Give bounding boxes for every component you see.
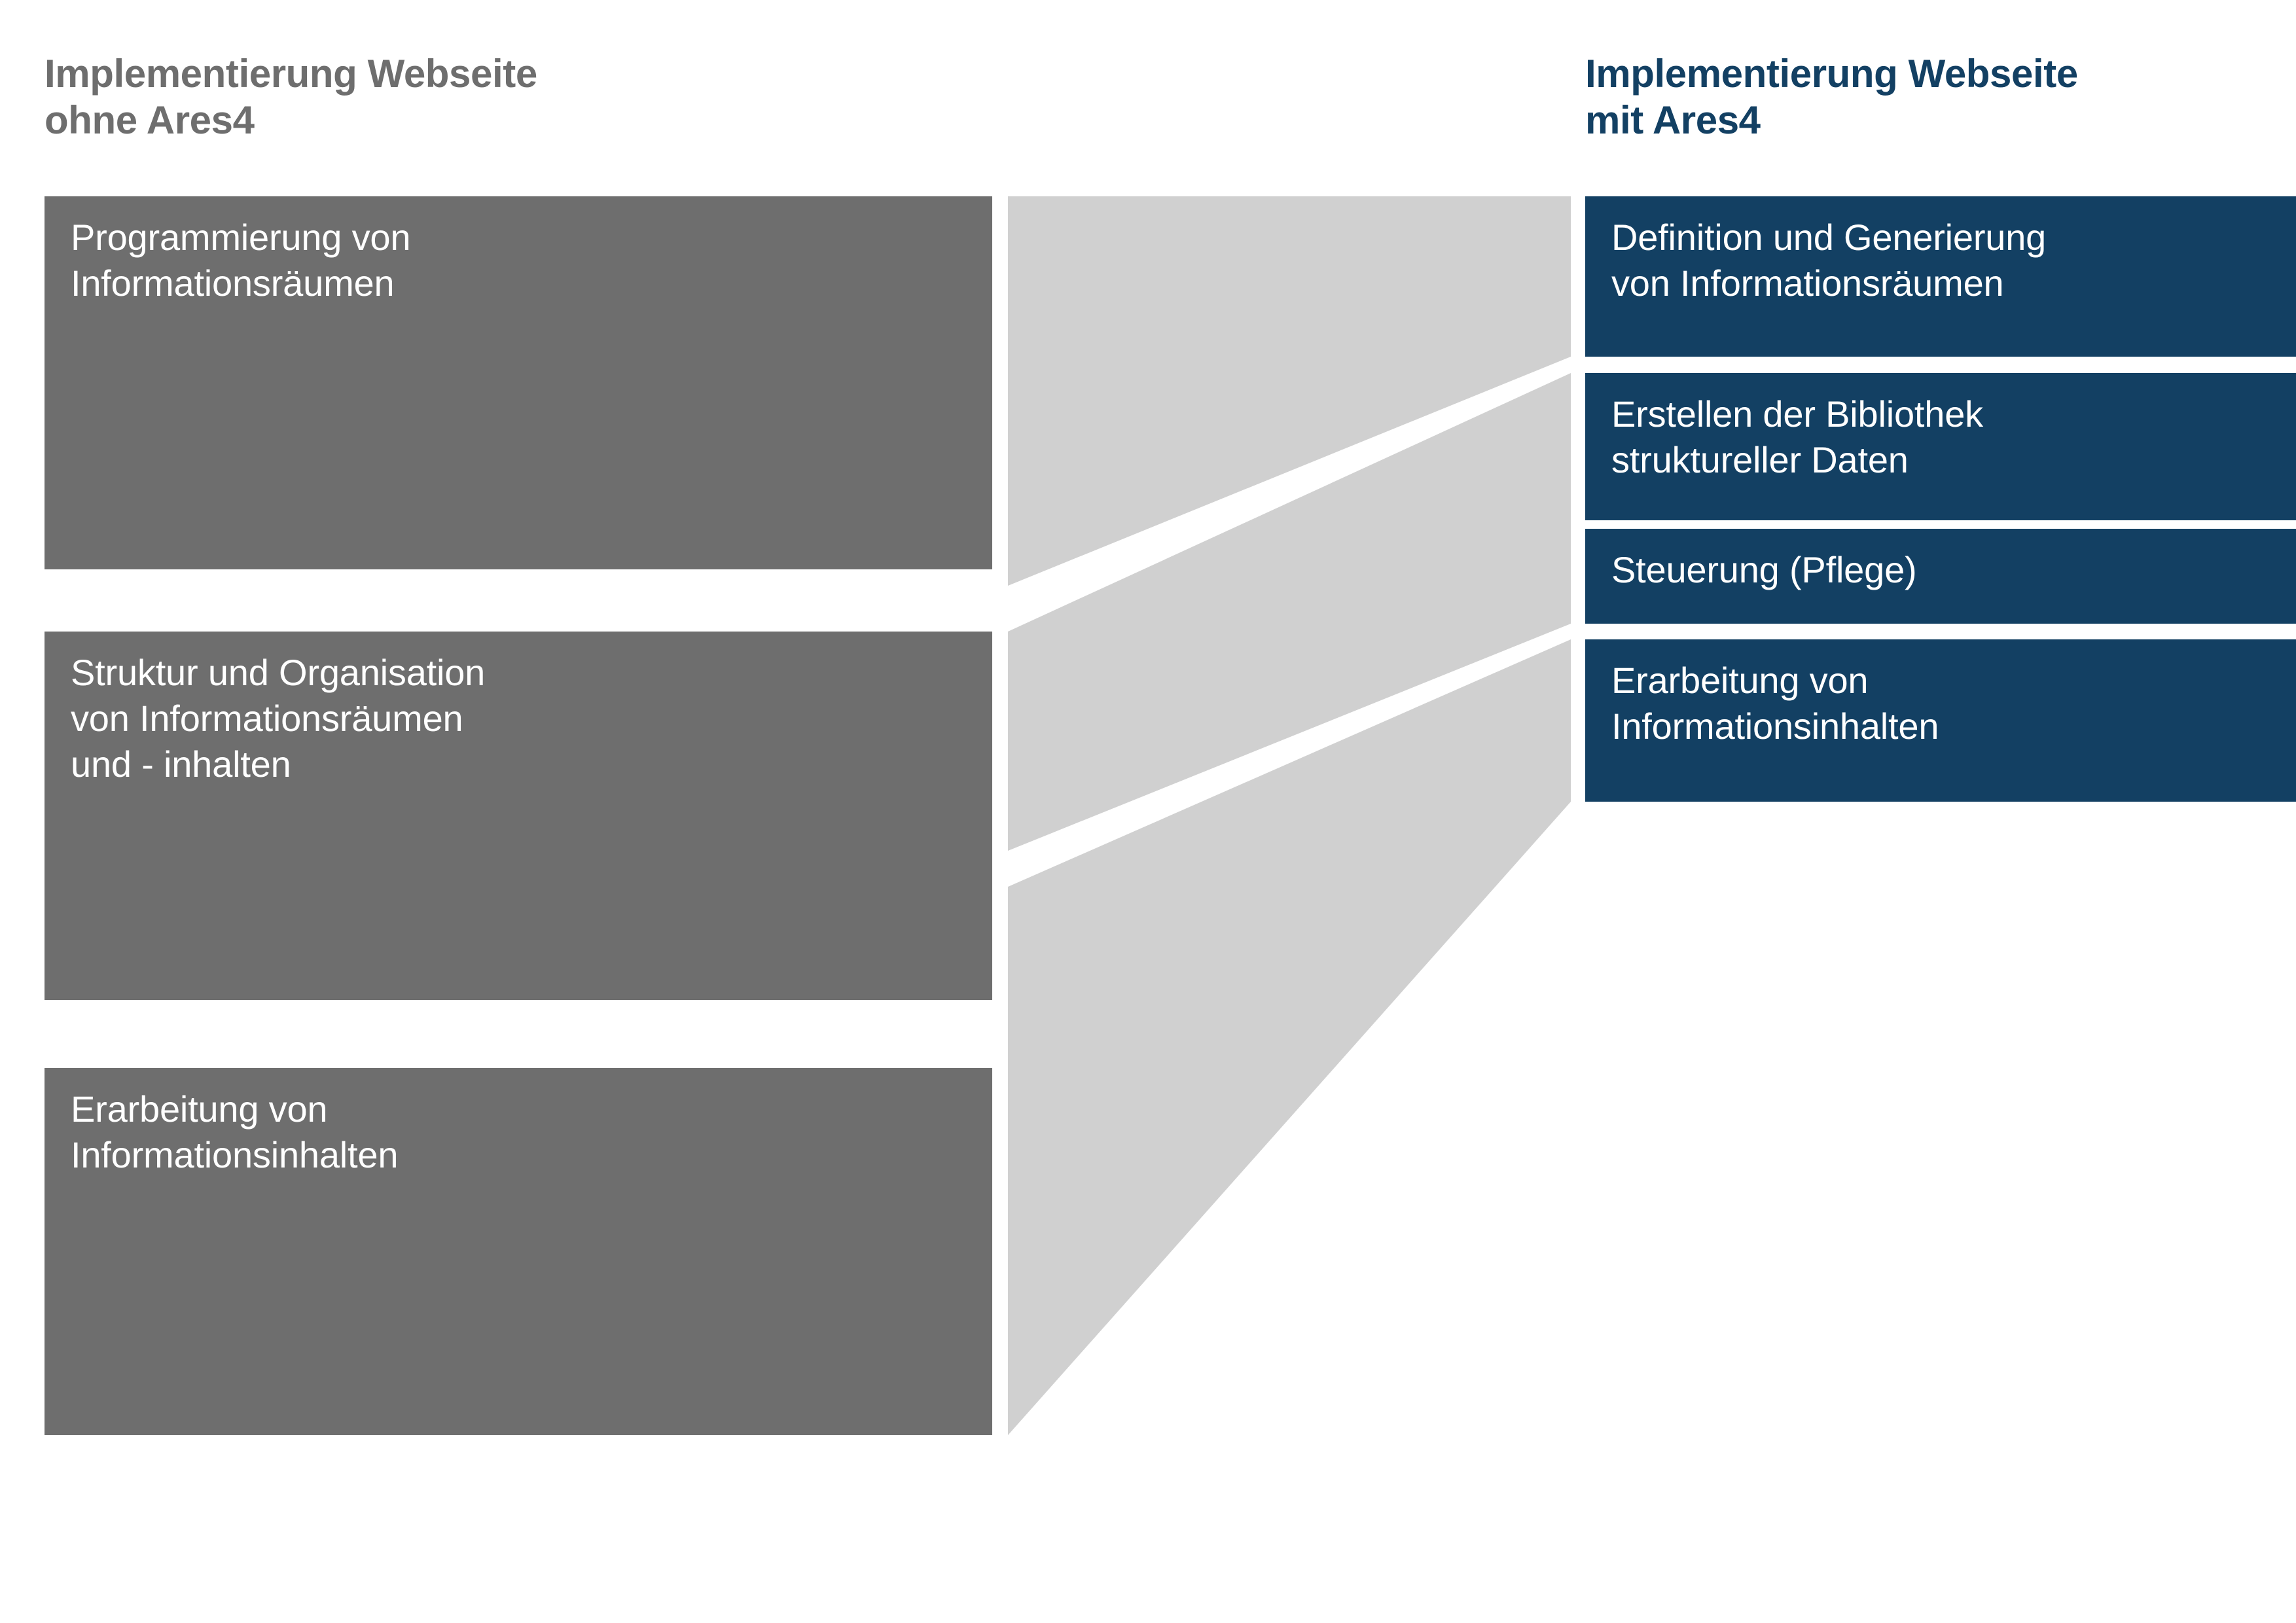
connector-shape-middle <box>1008 373 1571 851</box>
left-box-programmierung: Programmierung von Informationsräumen <box>45 196 992 569</box>
left-box-struktur-organisation: Struktur und Organisation von Informatio… <box>45 632 992 1000</box>
right-box-definition-generierung: Definition und Generierung von Informati… <box>1585 196 2296 357</box>
right-box-erstellen-bibliothek: Erstellen der Bibliothek struktureller D… <box>1585 373 2296 520</box>
connector-shape-top <box>1008 196 1571 586</box>
left-box-erarbeitung: Erarbeitung von Informationsinhalten <box>45 1068 992 1435</box>
left-column-heading: Implementierung Webseite ohne Ares4 <box>45 52 537 142</box>
connector-shape-bottom <box>1008 639 1571 1435</box>
right-box-erarbeitung: Erarbeitung von Informationsinhalten <box>1585 639 2296 802</box>
right-column-heading: Implementierung Webseite mit Ares4 <box>1585 52 2078 142</box>
right-box-steuerung-pflege: Steuerung (Pflege) <box>1585 529 2296 624</box>
